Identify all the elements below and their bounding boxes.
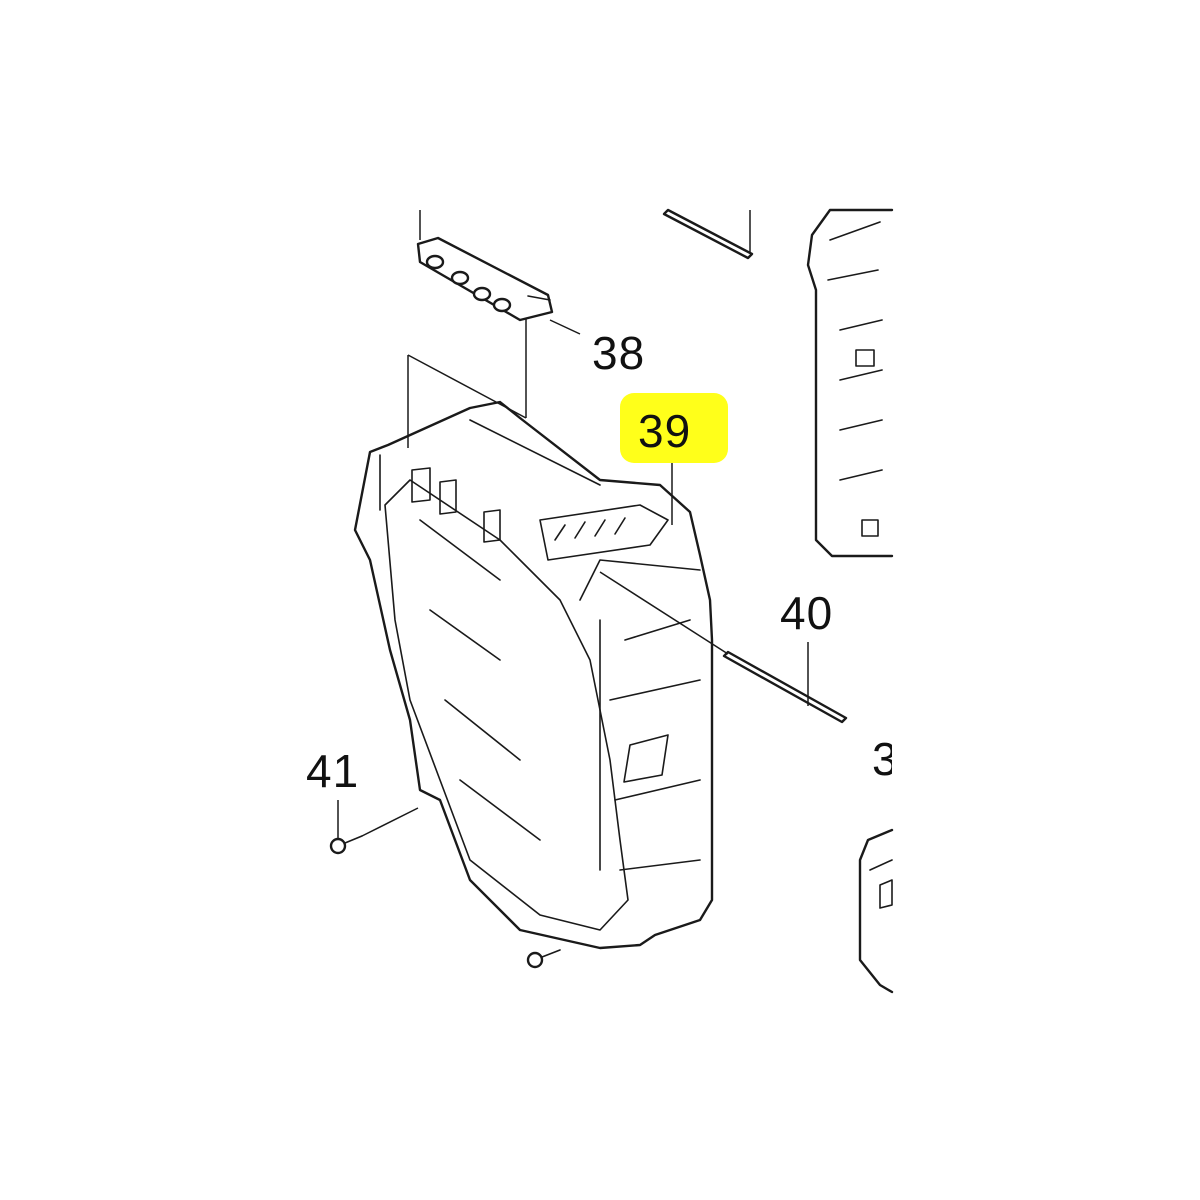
part-39-housing — [353, 400, 714, 950]
callout-38: 38 — [592, 327, 646, 379]
leader-38 — [419, 210, 581, 418]
lower-right-component — [858, 828, 894, 994]
callout-39: 39 — [638, 405, 692, 457]
part-38-terminal-bracket — [416, 236, 554, 322]
leader-41 — [337, 800, 419, 838]
rod-upper-right — [662, 208, 754, 260]
part-41-screw-lower — [526, 949, 561, 969]
side-panel-component — [806, 208, 894, 558]
leader-38-39-bracket — [407, 354, 527, 448]
leader-40 — [599, 571, 809, 706]
part-41-screw-upper — [329, 835, 363, 855]
callout-41: 41 — [306, 745, 360, 797]
part-40-pin — [722, 650, 848, 724]
highlight-39 — [620, 393, 728, 463]
callout-edge-cropped: 3 — [872, 736, 892, 782]
callout-40: 40 — [780, 587, 834, 639]
